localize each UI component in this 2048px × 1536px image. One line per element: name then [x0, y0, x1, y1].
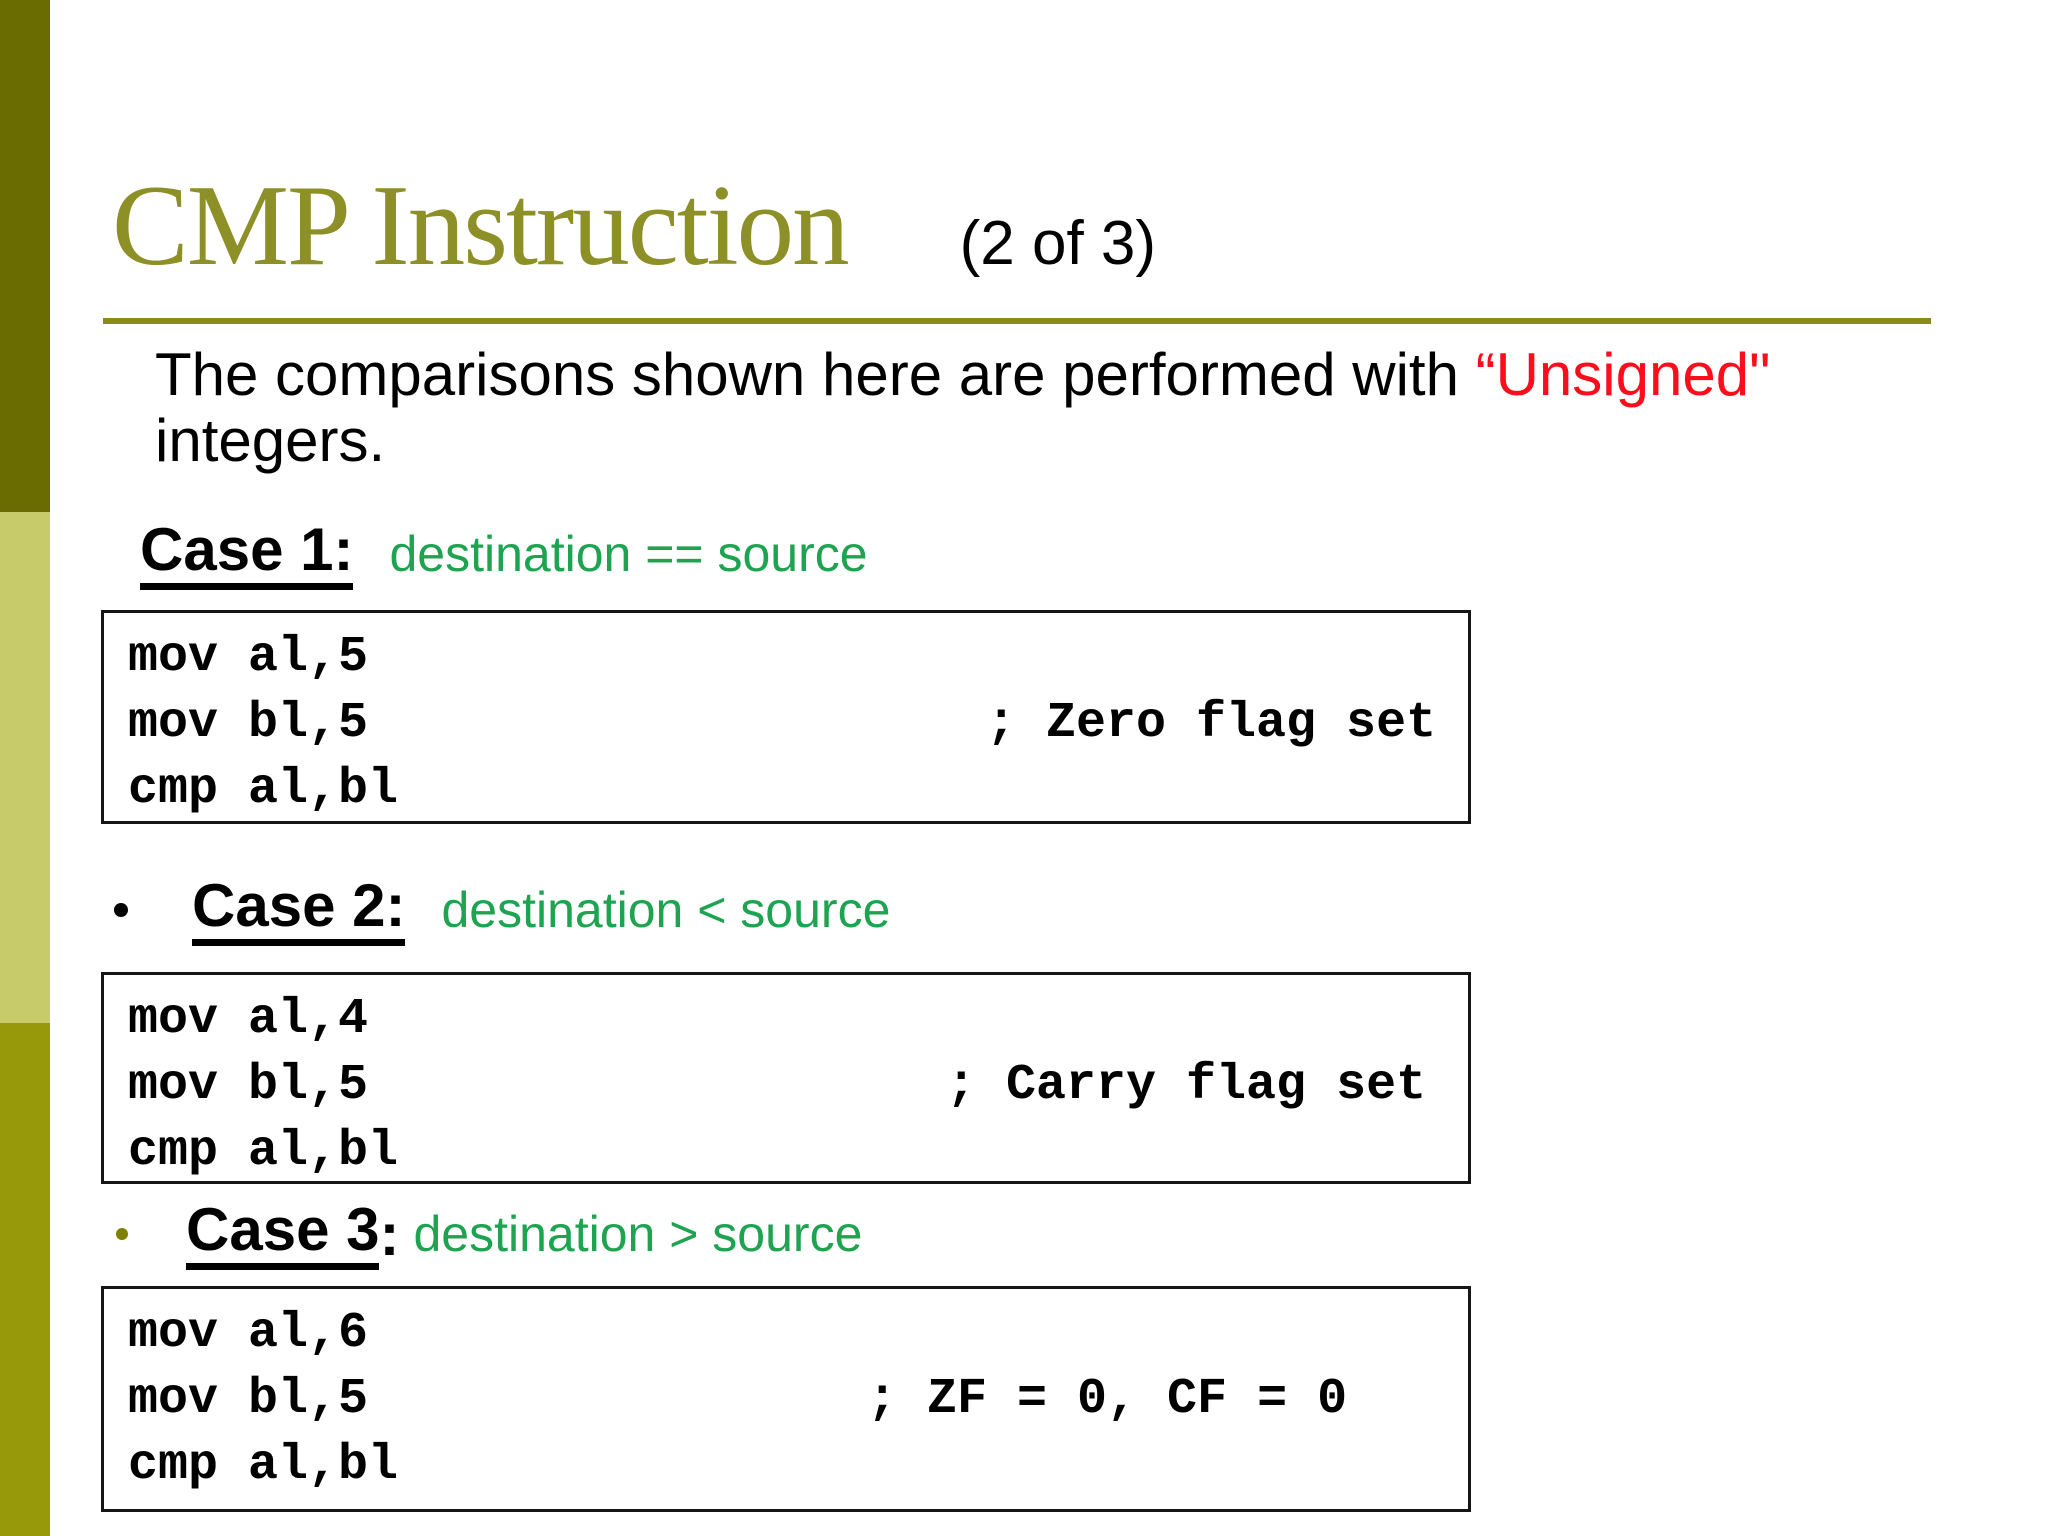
case-1-condition: destination == source — [389, 526, 868, 582]
sidebar-segment-bottom — [0, 1023, 50, 1536]
code-line: mov al,6 — [128, 1301, 1468, 1367]
intro-highlight: “Unsigned" — [1475, 341, 1771, 408]
case-1-label: Case 1: — [140, 518, 354, 590]
case-1-heading: Case 1: destination == source — [140, 518, 868, 590]
case-3-label: Case 3 — [186, 1198, 380, 1270]
code-text: mov al,4 — [128, 991, 369, 1048]
code-line: mov bl,5 ; Zero flag set — [128, 691, 1468, 757]
case-2-label: Case 2: — [192, 874, 406, 946]
code-box-2: mov al,4 mov bl,5 ; Carry flag set cmp al… — [101, 972, 1471, 1184]
case-2-heading: Case 2: destination < source — [114, 874, 890, 946]
code-text: mov al,6 — [128, 1305, 369, 1362]
code-line: cmp al,bl — [128, 1433, 1468, 1499]
intro-text-line2: integers. — [155, 407, 386, 474]
code-comment: ; ZF = 0, CF = 0 — [867, 1371, 1348, 1428]
sidebar-segment-top — [0, 0, 50, 512]
code-line: cmp al,bl — [128, 757, 1468, 823]
code-line: mov al,5 — [128, 625, 1468, 691]
sidebar-accent-bar — [0, 0, 50, 1536]
intro-paragraph: The comparisons shown here are performed… — [155, 342, 1935, 474]
code-line: cmp al,bl — [128, 1119, 1468, 1185]
code-line: mov bl,5 ; ZF = 0, CF = 0 — [128, 1367, 1468, 1433]
code-box-1: mov al,5 mov bl,5 ; Zero flag set cmp al,… — [101, 610, 1471, 824]
bullet-icon — [116, 1228, 128, 1240]
code-text: cmp al,bl — [128, 1123, 399, 1180]
bullet-icon — [114, 903, 128, 917]
code-text: mov bl,5 — [128, 1057, 369, 1114]
code-text: cmp al,bl — [128, 1437, 399, 1494]
title-divider — [103, 318, 1931, 324]
case-3-colon: : — [379, 1200, 400, 1268]
intro-text-line1: The comparisons shown here are performed… — [155, 341, 1476, 408]
code-line: mov al,4 — [128, 987, 1468, 1053]
code-text: mov bl,5 — [128, 695, 369, 752]
code-comment: ; Zero flag set — [986, 695, 1437, 752]
code-text: mov bl,5 — [128, 1371, 369, 1428]
code-text: cmp al,bl — [128, 761, 399, 818]
code-comment: ; Carry flag set — [946, 1057, 1427, 1114]
page-title-suffix: (2 of 3) — [959, 209, 1157, 278]
page-title: CMP Instruction — [112, 162, 850, 289]
code-text: mov al,5 — [128, 629, 369, 686]
case-3-condition: destination > source — [413, 1206, 863, 1262]
sidebar-segment-middle — [0, 512, 50, 1023]
code-line: mov bl,5 ; Carry flag set — [128, 1053, 1468, 1119]
code-box-3: mov al,6 mov bl,5 ; ZF = 0, CF = 0 cmp al… — [101, 1286, 1471, 1512]
title-row: CMP Instruction (2 of 3) — [112, 168, 1156, 283]
case-2-condition: destination < source — [441, 882, 891, 938]
case-3-heading: Case 3 : destination > source — [116, 1198, 862, 1270]
